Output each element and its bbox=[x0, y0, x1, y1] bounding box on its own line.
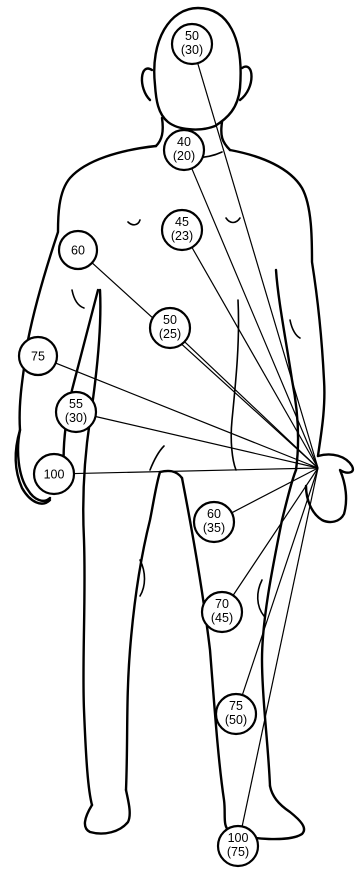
marker-sub: (30) bbox=[65, 411, 87, 425]
connector-knee bbox=[233, 468, 318, 595]
connector-upper-arm bbox=[92, 263, 318, 468]
marker-neck: 40 (20) bbox=[164, 130, 204, 170]
knee-right bbox=[258, 580, 264, 616]
marker-sub: (25) bbox=[159, 327, 181, 341]
right-side-outline bbox=[230, 150, 324, 456]
connector-chest bbox=[192, 247, 318, 468]
marker-sub: (75) bbox=[227, 845, 249, 859]
marker-value: 75 bbox=[31, 350, 45, 364]
marker-sub: (50) bbox=[225, 713, 247, 727]
marker-knee: 70 (45) bbox=[202, 592, 242, 632]
markers: 50 (30) 40 (20) 45 (23) 60 50 (25) 75 bbox=[19, 24, 258, 866]
marker-sub: (45) bbox=[211, 611, 233, 625]
right-leg-outer bbox=[262, 470, 296, 786]
marker-sub: (35) bbox=[203, 521, 225, 535]
marker-sub: (20) bbox=[173, 149, 195, 163]
connector-abdomen bbox=[185, 342, 318, 468]
connector-hip bbox=[95, 417, 318, 468]
marker-value: 45 bbox=[175, 215, 189, 229]
connector-neck bbox=[192, 168, 318, 468]
marker-chest: 45 (23) bbox=[162, 210, 202, 250]
right-hand bbox=[306, 454, 353, 522]
marker-value: 60 bbox=[207, 507, 221, 521]
left-arm-detail bbox=[72, 290, 84, 308]
connector-lines bbox=[56, 63, 318, 826]
marker-thigh: 60 (35) bbox=[194, 502, 234, 542]
marker-value: 60 bbox=[71, 244, 85, 258]
marker-hand: 100 bbox=[34, 454, 74, 494]
left-ear bbox=[142, 68, 152, 100]
right-arm-detail bbox=[290, 320, 300, 338]
left-inner-arm bbox=[64, 290, 98, 470]
marker-shin: 75 (50) bbox=[216, 694, 256, 734]
marker-sub: (30) bbox=[181, 43, 203, 57]
marker-value: 50 bbox=[163, 313, 177, 327]
marker-value: 50 bbox=[185, 29, 199, 43]
left-leg-inner bbox=[126, 472, 160, 790]
marker-value: 40 bbox=[177, 135, 191, 149]
hip-line bbox=[150, 446, 164, 470]
right-nipple bbox=[226, 218, 240, 223]
left-torso-side bbox=[83, 290, 100, 805]
marker-value: 100 bbox=[44, 468, 65, 482]
connector-head bbox=[198, 63, 318, 468]
marker-value: 100 bbox=[228, 831, 249, 845]
marker-abdomen: 50 (25) bbox=[150, 308, 190, 348]
marker-value: 70 bbox=[215, 597, 229, 611]
left-foot bbox=[85, 790, 130, 834]
marker-value: 55 bbox=[69, 397, 83, 411]
connector-foot bbox=[242, 468, 318, 826]
abdomen-line bbox=[231, 300, 238, 470]
marker-forearm: 75 bbox=[19, 337, 57, 375]
marker-sub: (23) bbox=[171, 229, 193, 243]
marker-foot: 100 (75) bbox=[218, 826, 258, 866]
connector-hand bbox=[74, 468, 318, 474]
marker-upper-arm: 60 bbox=[59, 231, 97, 269]
marker-head: 50 (30) bbox=[172, 24, 212, 64]
left-nipple bbox=[128, 220, 140, 225]
marker-hip: 55 (30) bbox=[56, 392, 96, 432]
marker-value: 75 bbox=[229, 699, 243, 713]
